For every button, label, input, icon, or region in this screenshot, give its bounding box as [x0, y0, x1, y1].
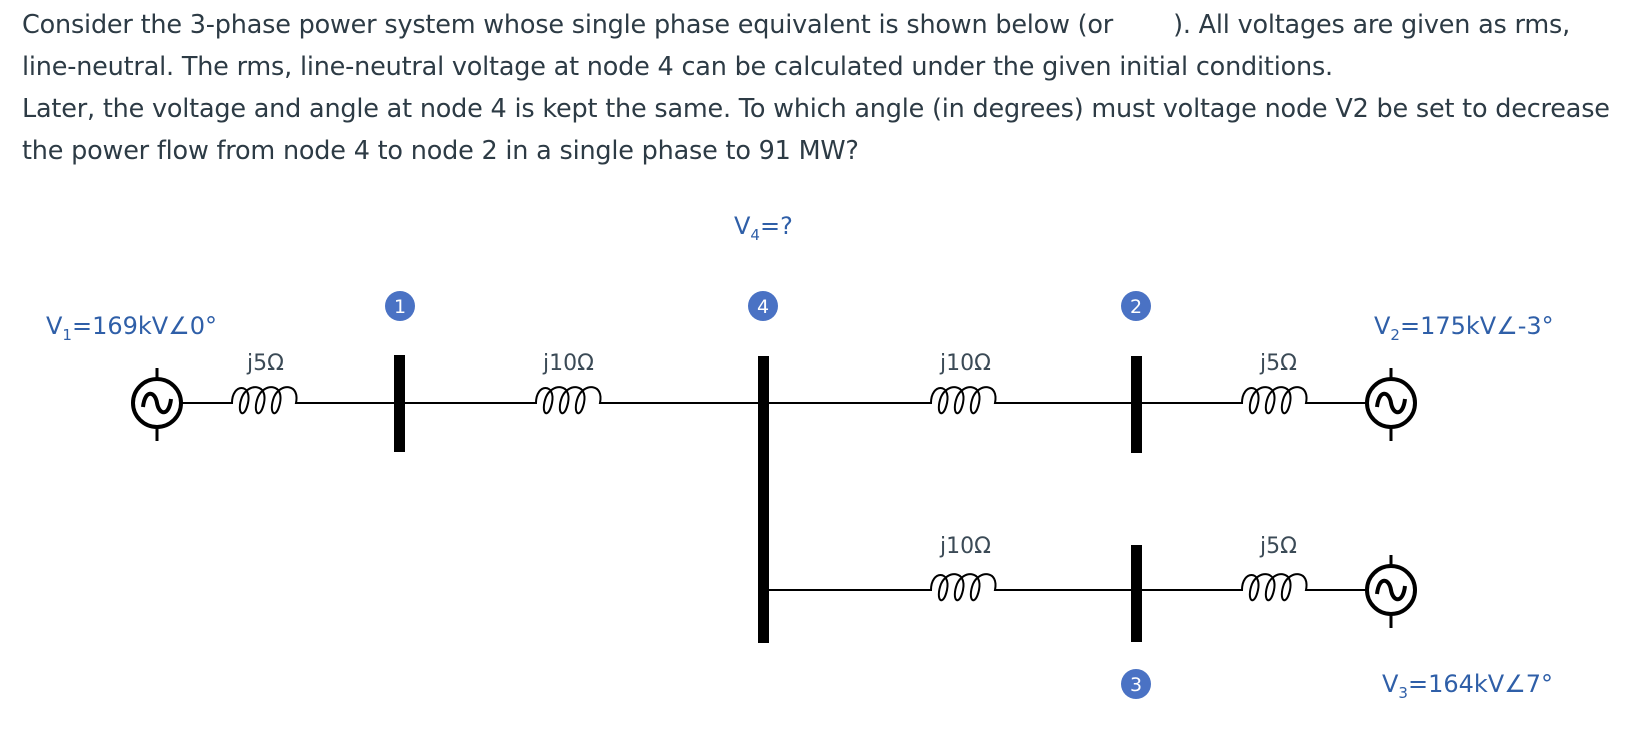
question-text: Consider the 3-phase power system whose … [22, 4, 1612, 172]
inductor-line-4-2 [920, 386, 1006, 415]
voltage-label-v1: V1=169kV∠0° [46, 312, 217, 344]
inductor-line-4-3 [920, 573, 1006, 602]
impedance-label-line-4-2: j10Ω [939, 351, 991, 376]
busbar-3 [1131, 545, 1142, 642]
node-badge-4: 4 [748, 291, 778, 321]
question-line-1a: Consider the 3-phase power system whose … [22, 10, 1114, 40]
svg-text:1: 1 [394, 296, 406, 318]
svg-text:4: 4 [757, 296, 769, 318]
inductor-gen3 [1231, 573, 1317, 602]
impedance-label-gen3: j5Ω [1259, 534, 1297, 559]
node-badge-1: 1 [385, 291, 415, 321]
generator-2-icon [1365, 366, 1417, 443]
question-line-3: Later, the voltage and angle at node 4 i… [22, 94, 1610, 124]
impedance-label-line-4-3: j10Ω [939, 534, 991, 559]
busbar-1 [394, 355, 405, 452]
impedance-label-gen2: j5Ω [1259, 351, 1297, 376]
question-line-2: line-neutral. The rms, line-neutral volt… [22, 52, 1333, 82]
svg-text:3: 3 [1130, 674, 1142, 696]
svg-text:2: 2 [1130, 296, 1142, 318]
question-line-1: Consider the 3-phase power system whose … [22, 4, 1612, 46]
generator-1-icon [131, 366, 183, 443]
voltage-label-v4: V4=? [734, 212, 793, 244]
inductor-gen2 [1231, 386, 1317, 415]
voltage-label-v2: V2=175kV∠-3° [1374, 312, 1554, 344]
busbar-4 [758, 356, 769, 643]
voltage-label-v3: V3=164kV∠7° [1382, 670, 1553, 702]
node-badge-3: 3 [1121, 669, 1151, 699]
question-line-1b: ). All voltages are given as rms, [1173, 10, 1570, 40]
impedance-label-gen1: j5Ω [246, 351, 284, 376]
impedance-label-line-1-4: j10Ω [542, 351, 594, 376]
busbar-2 [1131, 356, 1142, 453]
node-badge-2: 2 [1121, 291, 1151, 321]
generator-3-icon [1365, 553, 1417, 630]
question-line-4: the power flow from node 4 to node 2 in … [22, 136, 859, 166]
inductor-gen1 [221, 386, 307, 415]
inductor-line-1-4 [525, 386, 611, 415]
